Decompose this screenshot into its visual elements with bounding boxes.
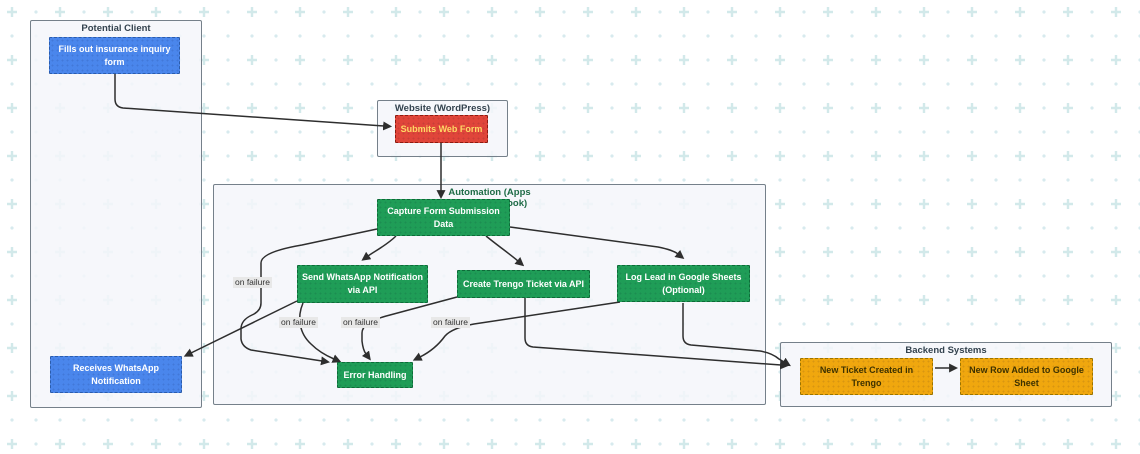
edge-create-trengo-to-new-ticket xyxy=(524,298,790,370)
group-potential-client: Potential Client xyxy=(30,20,202,408)
node-new-row[interactable]: New Row Added to Google Sheet xyxy=(960,358,1093,395)
node-new-ticket[interactable]: New Ticket Created in Trengo xyxy=(800,358,933,395)
edge-label-on-failure-log-lead: on failure xyxy=(431,317,470,328)
node-capture[interactable]: Capture Form Submission Data xyxy=(377,199,510,236)
node-fills-form[interactable]: Fills out insurance inquiry form xyxy=(49,37,180,74)
group-website-title: Website (WordPress) xyxy=(394,103,491,114)
node-create-trengo[interactable]: Create Trengo Ticket via API xyxy=(457,270,590,298)
node-error-handling[interactable]: Error Handling xyxy=(337,362,413,388)
node-receives-whatsapp[interactable]: Receives WhatsApp Notification xyxy=(50,356,182,393)
edge-send-whatsapp-to-receives xyxy=(183,300,298,357)
group-potential-client-title: Potential Client xyxy=(81,23,151,34)
node-submits-form[interactable]: Submits Web Form xyxy=(395,115,488,143)
node-log-lead[interactable]: Log Lead in Google Sheets (Optional) xyxy=(617,265,750,302)
edge-capture-onfailure-to-error xyxy=(240,228,378,366)
edge-label-on-failure-capture: on failure xyxy=(233,277,272,288)
edge-capture-to-send-whatsapp xyxy=(361,235,397,261)
edge-send-whatsapp-onfailure-to-error xyxy=(298,302,342,363)
edge-label-on-failure-send-whatsapp: on failure xyxy=(279,317,318,328)
edge-capture-to-create-trengo xyxy=(485,235,525,267)
edge-log-lead-to-new-ticket xyxy=(682,303,791,367)
node-send-whatsapp[interactable]: Send WhatsApp Notification via API xyxy=(297,265,428,303)
edge-log-lead-onfailure-to-error xyxy=(412,301,621,361)
edge-label-on-failure-create-trengo: on failure xyxy=(341,317,380,328)
group-backend-systems-title: Backend Systems xyxy=(905,345,987,356)
edge-capture-to-log-lead xyxy=(509,226,685,260)
edge-fills-form-to-submits-form xyxy=(114,74,393,131)
